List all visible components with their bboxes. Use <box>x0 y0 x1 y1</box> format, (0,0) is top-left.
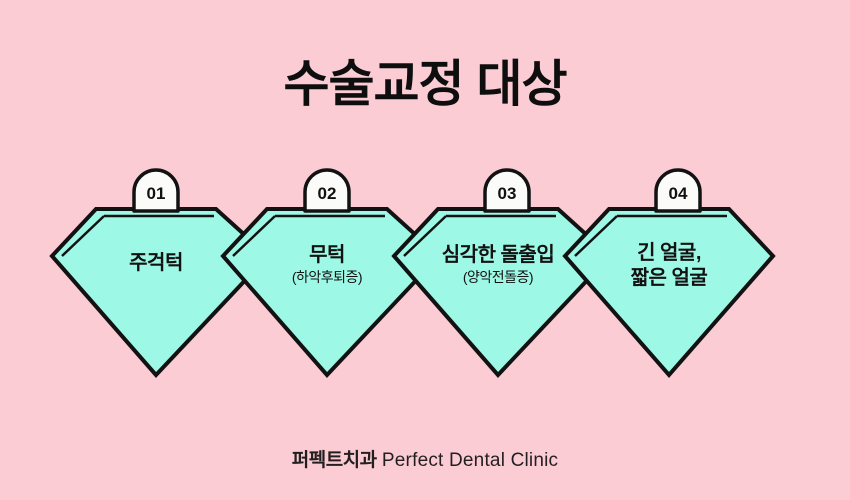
number-badge-03 <box>483 168 531 213</box>
diamond-shape-01 <box>49 207 271 378</box>
page-title: 수술교정 대상 <box>283 56 568 112</box>
brand-name-ko: 퍼펙트치과 <box>291 450 377 471</box>
badge-number-03: 03 <box>497 184 517 203</box>
badge-number-01: 01 <box>146 184 166 203</box>
brand-name-en: Perfect Dental Clinic <box>381 450 559 471</box>
diamond-item-01[interactable] <box>49 168 271 378</box>
diamond-shape-02 <box>220 207 442 378</box>
number-badge-01 <box>132 168 180 213</box>
footer-branding: 퍼펙트치과 Perfect Dental Clinic <box>0 448 850 474</box>
diamond-accent-line-04 <box>574 214 727 257</box>
diamond-item-03[interactable] <box>391 168 613 378</box>
number-badge-04 <box>654 168 702 213</box>
badge-number-04: 04 <box>668 184 688 203</box>
diamond-item-04[interactable] <box>562 168 776 379</box>
badge-number-02: 02 <box>317 184 337 203</box>
diamond-shape-03 <box>391 207 613 378</box>
diamond-accent-line-03 <box>403 214 556 257</box>
diamond-shape-04 <box>562 207 776 379</box>
diamond-item-02[interactable] <box>220 168 442 378</box>
diamond-accent-line-01 <box>61 214 214 257</box>
number-badge-02 <box>303 168 351 213</box>
diamond-accent-line-02 <box>232 214 385 257</box>
